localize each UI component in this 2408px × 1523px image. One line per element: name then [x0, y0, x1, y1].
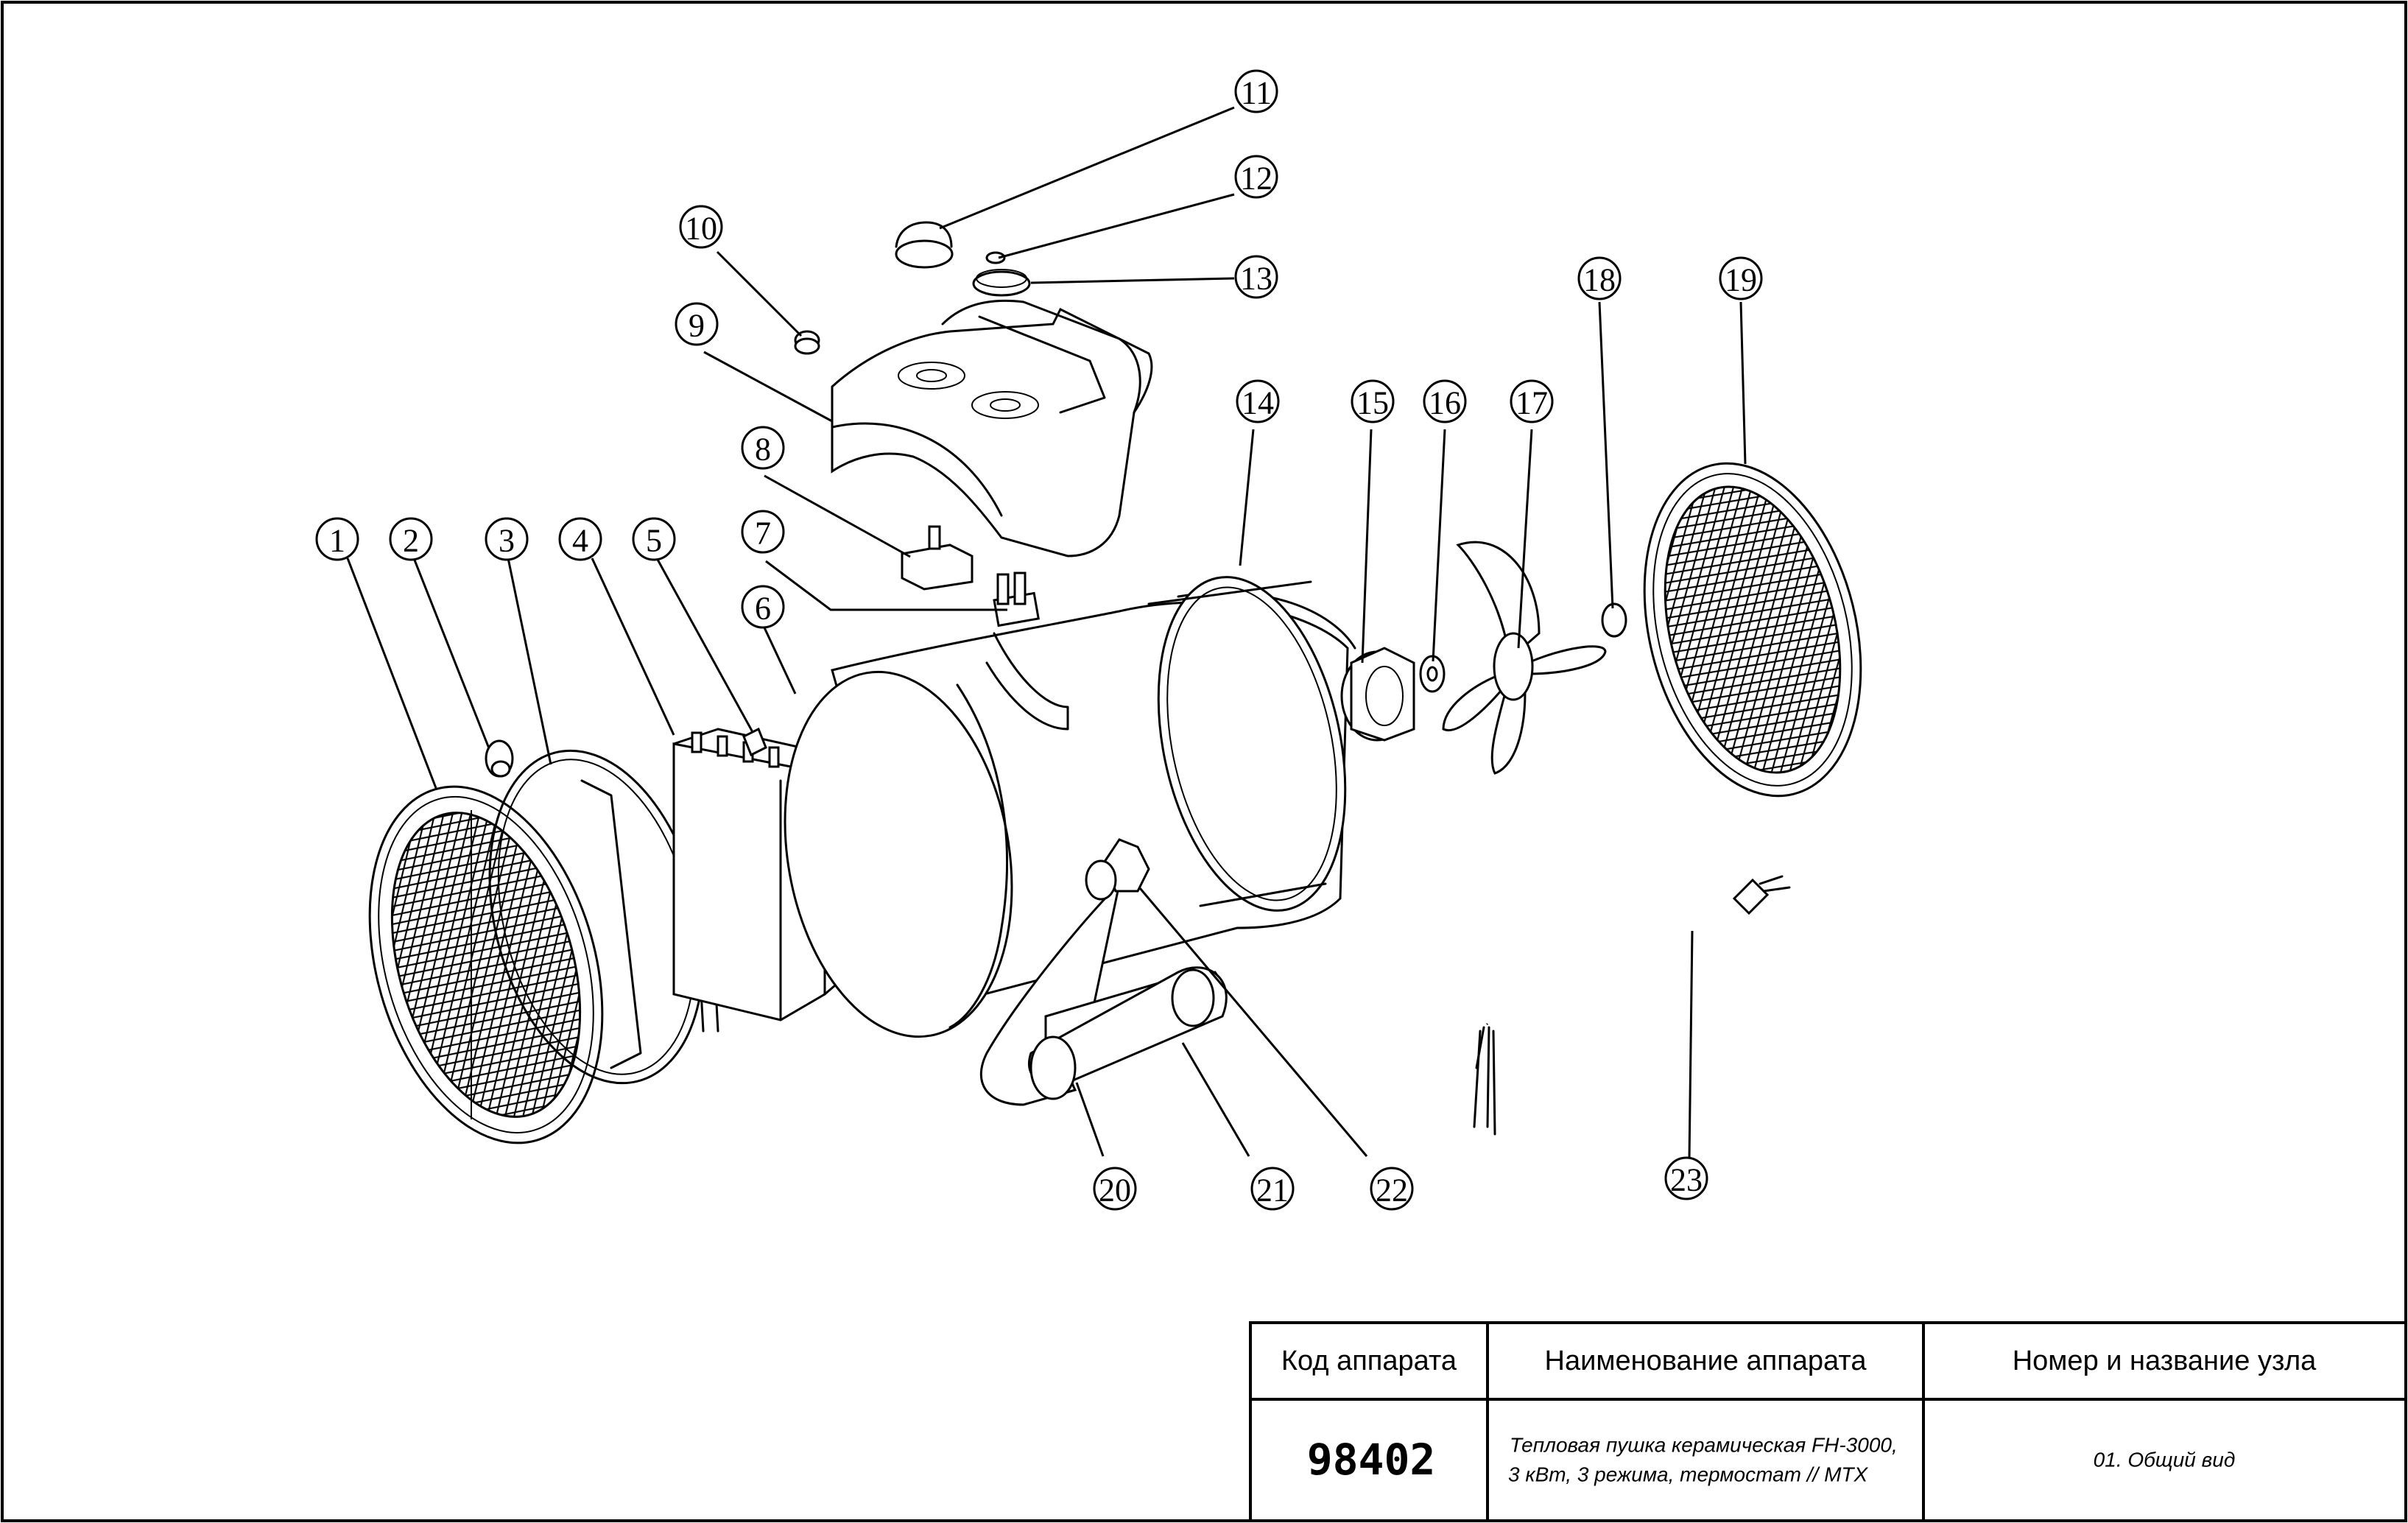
svg-text:5: 5 — [646, 523, 662, 559]
header-name: Наименование аппарата — [1545, 1346, 1867, 1376]
svg-text:20: 20 — [1099, 1172, 1131, 1209]
svg-text:17: 17 — [1515, 385, 1548, 421]
power-cord — [1473, 875, 1791, 1136]
svg-text:21: 21 — [1256, 1172, 1289, 1209]
callout-7: 7 — [741, 510, 785, 554]
svg-text:19: 19 — [1725, 262, 1757, 298]
svg-text:10: 10 — [685, 211, 717, 247]
device-code: 98402 — [1307, 1435, 1436, 1485]
svg-text:2: 2 — [403, 523, 419, 559]
svg-text:15: 15 — [1356, 385, 1389, 421]
callout-16: 16 — [1423, 379, 1467, 423]
svg-text:13: 13 — [1240, 261, 1272, 297]
switch — [993, 571, 1040, 627]
callout-17: 17 — [1510, 379, 1554, 423]
callout-11: 11 — [1234, 69, 1278, 113]
callout-1: 1 — [315, 517, 359, 561]
callout-21: 21 — [1250, 1167, 1295, 1211]
knob-large — [895, 221, 954, 269]
callout-18: 18 — [1577, 256, 1622, 300]
header-code: Код аппарата — [1281, 1346, 1457, 1376]
rear-grille — [1643, 462, 1862, 798]
stand-tube — [979, 880, 1228, 1106]
callout-12: 12 — [1234, 155, 1278, 199]
callout-10: 10 — [679, 205, 723, 249]
svg-text:16: 16 — [1429, 385, 1461, 421]
front-grille — [368, 785, 604, 1144]
callout-19: 19 — [1719, 256, 1763, 300]
fan-impeller — [1442, 541, 1607, 775]
callout-2: 2 — [389, 517, 433, 561]
thermostat — [901, 525, 974, 591]
callout-20: 20 — [1093, 1167, 1137, 1211]
svg-text:3: 3 — [499, 523, 515, 559]
svg-text:6: 6 — [755, 591, 771, 627]
svg-text:22: 22 — [1376, 1172, 1408, 1209]
indicator-lamp — [485, 739, 514, 778]
callout-15: 15 — [1351, 379, 1395, 423]
callout-23: 23 — [1664, 1156, 1708, 1200]
tilt-knob — [1085, 838, 1150, 901]
svg-text:23: 23 — [1670, 1162, 1703, 1198]
callout-6: 6 — [741, 585, 785, 629]
svg-text:9: 9 — [689, 308, 705, 344]
knob-insert — [985, 251, 1006, 264]
small-plug — [794, 330, 820, 355]
callout-3: 3 — [485, 517, 529, 561]
thermal-cutout — [742, 727, 767, 757]
svg-text:7: 7 — [755, 516, 771, 552]
svg-text:1: 1 — [329, 523, 345, 559]
callout-22: 22 — [1370, 1167, 1414, 1211]
svg-text:12: 12 — [1240, 161, 1272, 197]
callout-4: 4 — [558, 517, 602, 561]
device-name-line1: Тепловая пушка керамическая FH-3000, — [1510, 1434, 1898, 1457]
callout-5: 5 — [632, 517, 676, 561]
callout-14: 14 — [1236, 379, 1280, 423]
svg-text:11: 11 — [1241, 75, 1272, 111]
knob-ring — [972, 269, 1031, 297]
motor-washer — [1419, 655, 1446, 693]
device-name-line2: 3 кВт, 3 режима, термостат // MTX — [1508, 1463, 1869, 1486]
title-block: Код аппарата Наименование аппарата Номер… — [1249, 1321, 2407, 1522]
callout-13: 13 — [1234, 255, 1278, 299]
node-name: 01. Общий вид — [2094, 1449, 2236, 1471]
fan-motor — [1340, 647, 1415, 742]
callout-8: 8 — [741, 426, 785, 470]
leader-lines — [346, 106, 1747, 1160]
callout-9: 9 — [675, 302, 719, 346]
header-node: Номер и название узла — [2013, 1346, 2317, 1376]
top-cover — [831, 299, 1153, 558]
svg-text:4: 4 — [572, 523, 588, 559]
main-housing — [784, 576, 1356, 1038]
svg-text:8: 8 — [755, 432, 771, 468]
svg-text:18: 18 — [1583, 262, 1616, 298]
svg-text:14: 14 — [1242, 385, 1274, 421]
fan-nut — [1601, 602, 1627, 638]
